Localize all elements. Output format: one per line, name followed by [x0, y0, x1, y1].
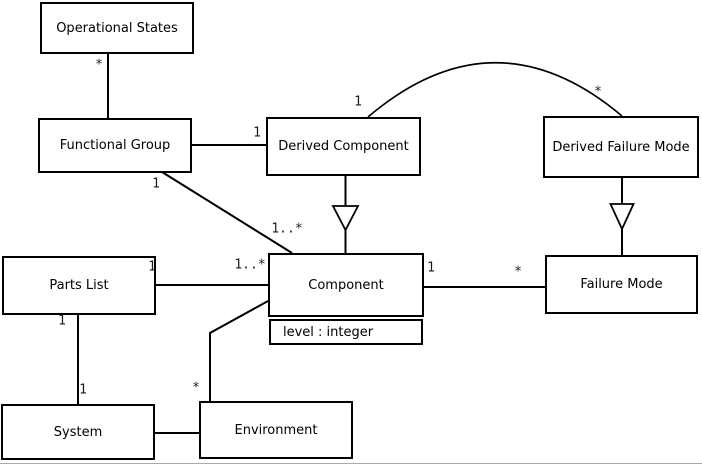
- multiplicity-label: *: [95, 57, 103, 73]
- class-box-environment: Environment: [199, 401, 353, 459]
- edge-derived-component-derived-failure-mode-arc: [367, 61, 623, 118]
- class-attribute-compartment-component: level : integer: [269, 319, 423, 345]
- class-label: Derived Component: [278, 139, 409, 154]
- multiplicity-label: 1..*: [271, 221, 303, 237]
- multiplicity-label: *: [192, 380, 200, 396]
- class-box-parts-list: Parts List: [2, 256, 156, 315]
- hollow-triangle-icon: [609, 203, 635, 232]
- class-box-functional-group: Functional Group: [38, 118, 192, 173]
- class-box-failure-mode: Failure Mode: [545, 255, 698, 314]
- class-label: Component: [308, 277, 384, 293]
- multiplicity-label: 1: [58, 313, 66, 329]
- class-label: Functional Group: [59, 138, 171, 153]
- multiplicity-label: 1: [427, 260, 435, 276]
- class-box-system: System: [1, 404, 155, 460]
- multiplicity-label: 1: [152, 176, 160, 192]
- class-label: Operational States: [56, 20, 178, 36]
- multiplicity-label: 1..*: [234, 257, 266, 273]
- multiplicity-label: 1: [354, 94, 362, 110]
- class-label: Failure Mode: [580, 277, 663, 292]
- edge-environment-component: [209, 300, 269, 401]
- multiplicity-label: 1: [79, 382, 87, 398]
- class-box-derived-component: Derived Component: [266, 117, 421, 176]
- edge-functional-group-component: [161, 171, 293, 254]
- hollow-triangle-icon: [331, 205, 360, 232]
- multiplicity-label: 1: [148, 259, 156, 275]
- class-label: Parts List: [49, 278, 109, 293]
- multiplicity-label: 1: [253, 125, 261, 141]
- class-box-operational-states: Operational States: [40, 2, 194, 54]
- class-label: System: [53, 424, 103, 440]
- class-box-component: Component: [268, 253, 424, 317]
- class-label: Environment: [234, 422, 318, 438]
- class-label: Derived Failure Mode: [552, 139, 690, 155]
- attribute-label: level : integer: [283, 324, 374, 340]
- multiplicity-label: *: [514, 264, 522, 280]
- multiplicity-label: *: [594, 84, 602, 100]
- class-box-derived-failure-mode: Derived Failure Mode: [543, 116, 699, 178]
